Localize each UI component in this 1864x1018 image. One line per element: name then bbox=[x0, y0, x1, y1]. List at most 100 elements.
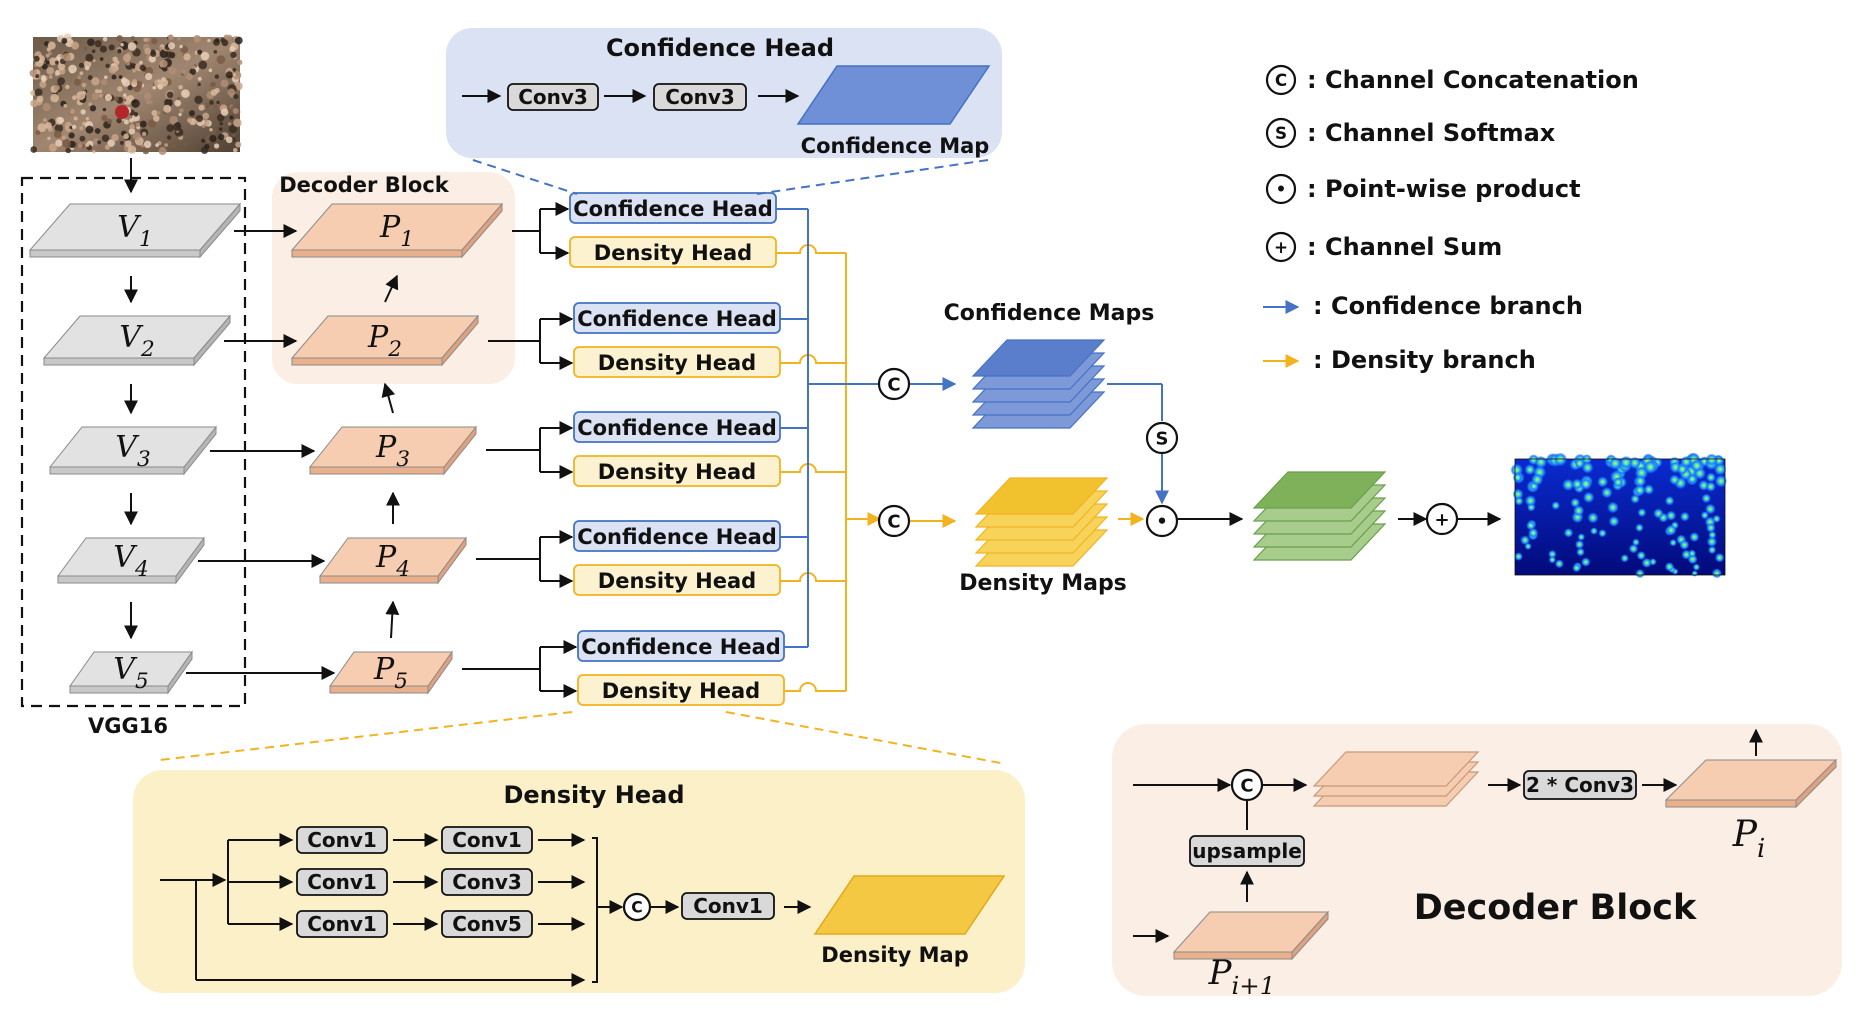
density-map-shape bbox=[813, 875, 1006, 935]
decoder-detail-upsample: upsample bbox=[1189, 835, 1305, 867]
decoder-detail-output-label: Pi bbox=[1732, 814, 1766, 864]
backbone-label-v2: V2 bbox=[119, 320, 154, 362]
svg-text:Conv1: Conv1 bbox=[307, 912, 377, 936]
confidence-detail-conv-b bbox=[653, 83, 747, 111]
svg-text:Conv1: Conv1 bbox=[452, 828, 522, 852]
legend-sum-text: : Channel Sum bbox=[1307, 233, 1502, 261]
decoder-label-p4: P4 bbox=[375, 540, 410, 582]
decoder-detail-concat-circle: C bbox=[1230, 768, 1264, 802]
sum-circle: + bbox=[1425, 502, 1459, 536]
svg-text:Confidence Head: Confidence Head bbox=[577, 307, 777, 331]
backbone-layer-v1 bbox=[28, 202, 242, 259]
density-head-1: Density Head bbox=[569, 236, 777, 268]
backbone-layer-v2 bbox=[42, 314, 232, 367]
svg-text:upsample: upsample bbox=[1192, 839, 1302, 863]
density-detail-conv-a-1: Conv1 bbox=[296, 826, 388, 854]
decoder-layer-p5 bbox=[329, 650, 453, 695]
backbone-label-v4: V4 bbox=[113, 540, 148, 582]
svg-text:Density Head: Density Head bbox=[602, 679, 760, 703]
legend-softmax-icon: S bbox=[1265, 117, 1297, 149]
svg-text:C: C bbox=[1275, 70, 1287, 90]
legend-density-branch-text: : Density branch bbox=[1313, 346, 1536, 374]
svg-text:C: C bbox=[887, 374, 900, 395]
density-detail-conv-a-2: Conv1 bbox=[296, 868, 388, 896]
svg-text:Confidence Head: Confidence Head bbox=[577, 416, 777, 440]
confidence-maps-label: Confidence Maps bbox=[944, 301, 1155, 326]
decoder-block-label: Decoder Block bbox=[279, 173, 450, 197]
fused-map-layer bbox=[1252, 471, 1387, 509]
legend-pointwise-text: : Point-wise product bbox=[1307, 175, 1581, 203]
confidence-head-detail-title: Confidence Head bbox=[606, 34, 834, 62]
svg-text:Conv3: Conv3 bbox=[665, 85, 735, 109]
density-map-label: Density Map bbox=[821, 943, 968, 967]
confidence-head-1: Confidence Head bbox=[569, 192, 777, 224]
density-detail-conv-b-1: Conv1 bbox=[441, 826, 533, 854]
density-head-4: Density Head bbox=[573, 564, 781, 596]
vgg16-label: VGG16 bbox=[88, 714, 168, 738]
legend-confidence-branch-text: : Confidence branch bbox=[1313, 292, 1583, 320]
input-crowd-image bbox=[29, 33, 243, 156]
decoder-block-detail-title: Decoder Block bbox=[1414, 888, 1697, 928]
legend-softmax-text: : Channel Softmax bbox=[1307, 119, 1556, 147]
legend-concat-text: : Channel Concatenation bbox=[1307, 66, 1639, 94]
svg-text:Density Head: Density Head bbox=[598, 569, 756, 593]
backbone-layer-v5 bbox=[69, 650, 193, 695]
decoder-label-p3: P3 bbox=[375, 430, 410, 472]
density-head-5: Density Head bbox=[577, 674, 785, 706]
density-maps-label: Density Maps bbox=[959, 571, 1127, 596]
decoder-detail-input-slab bbox=[1172, 910, 1330, 961]
svg-text:C: C bbox=[1240, 775, 1253, 796]
density-detail-conv-b-2: Conv3 bbox=[441, 868, 533, 896]
svg-text:Density Head: Density Head bbox=[598, 460, 756, 484]
softmax-circle: S bbox=[1145, 421, 1179, 455]
svg-text:Density Head: Density Head bbox=[598, 351, 756, 375]
decoder-detail-conv: 2 * Conv3 bbox=[1523, 770, 1637, 800]
svg-text:Confidence Head: Confidence Head bbox=[581, 635, 781, 659]
decoder-detail-input-label: Pi+1 bbox=[1208, 953, 1276, 1000]
density-map-layer bbox=[974, 477, 1109, 515]
decoder-label-p1: P1 bbox=[379, 210, 414, 252]
svg-text:Conv3: Conv3 bbox=[452, 870, 522, 894]
svg-text:S: S bbox=[1275, 123, 1287, 143]
density-head-detail-title: Density Head bbox=[503, 781, 684, 809]
svg-text:C: C bbox=[887, 511, 900, 532]
backbone-label-v3: V3 bbox=[115, 430, 150, 472]
concat-density-circle: C bbox=[877, 504, 911, 538]
confidence-map-label: Confidence Map bbox=[801, 134, 990, 158]
confidence-map-layer bbox=[971, 339, 1106, 377]
confidence-head-5: Confidence Head bbox=[577, 630, 785, 662]
confidence-head-2: Confidence Head bbox=[573, 302, 781, 334]
svg-text:Conv1: Conv1 bbox=[693, 894, 763, 918]
density-detail-concat-circle: C bbox=[622, 892, 652, 922]
decoder-layer-p2 bbox=[290, 314, 480, 367]
svg-text:•: • bbox=[1276, 179, 1287, 199]
backbone-label-v5: V5 bbox=[113, 652, 148, 694]
svg-text:Density Head: Density Head bbox=[594, 241, 752, 265]
decoder-layer-p4 bbox=[319, 536, 467, 585]
legend-concat-icon: C bbox=[1265, 64, 1297, 96]
svg-text:Confidence Head: Confidence Head bbox=[577, 525, 777, 549]
svg-text:C: C bbox=[631, 898, 642, 916]
svg-text:Confidence Head: Confidence Head bbox=[573, 197, 773, 221]
backbone-layer-v4 bbox=[57, 536, 205, 585]
svg-text:+: + bbox=[1434, 509, 1449, 530]
density-heatmap-output bbox=[1510, 452, 1728, 579]
legend-pointwise-icon: • bbox=[1265, 173, 1297, 205]
svg-text:Conv1: Conv1 bbox=[307, 870, 377, 894]
svg-text:Conv1: Conv1 bbox=[307, 828, 377, 852]
svg-text:Conv5: Conv5 bbox=[452, 912, 522, 936]
svg-text:2 * Conv3: 2 * Conv3 bbox=[1526, 773, 1634, 797]
svg-text:•: • bbox=[1156, 511, 1168, 532]
confidence-map-shape bbox=[796, 65, 991, 125]
backbone-layer-v3 bbox=[48, 425, 218, 476]
decoder-detail-output-slab bbox=[1664, 758, 1838, 809]
product-circle: • bbox=[1145, 504, 1179, 538]
decoder-layer-p3 bbox=[308, 425, 478, 476]
density-detail-conv-b-3: Conv5 bbox=[441, 910, 533, 938]
vgg16-box bbox=[20, 176, 247, 708]
decoder-detail-concat-slab bbox=[1312, 751, 1480, 787]
svg-text:S: S bbox=[1156, 428, 1169, 449]
confidence-detail-conv-a bbox=[507, 83, 599, 111]
confidence-head-4: Confidence Head bbox=[573, 520, 781, 552]
